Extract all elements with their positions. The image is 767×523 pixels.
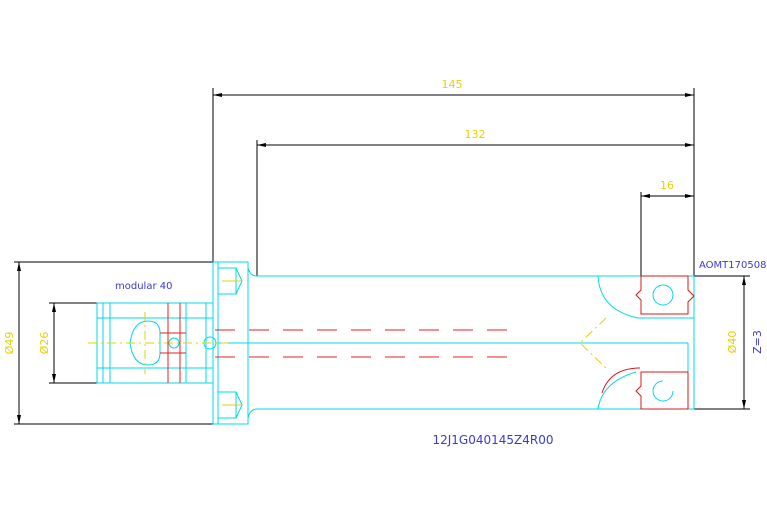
dim-40-label: Ø40	[726, 331, 739, 354]
arrow	[213, 93, 222, 97]
insert-bottom-arc	[601, 367, 641, 394]
dim-132-label: 132	[465, 128, 486, 141]
insert-screws	[652, 284, 674, 402]
thread-lines	[222, 280, 242, 406]
insert-code-label: AOMT170508R	[699, 260, 767, 271]
insert-screw	[652, 284, 674, 306]
arrow	[742, 276, 746, 285]
arrow	[685, 143, 694, 147]
shank-red-lines	[160, 303, 186, 383]
part-number-label: 12J1G040145Z4R00	[432, 433, 553, 447]
dim-145-label: 145	[442, 78, 463, 91]
inserts	[601, 275, 695, 410]
arrow	[52, 303, 56, 312]
dimension-arrows	[17, 93, 746, 424]
arrow	[17, 262, 21, 271]
insert-top	[635, 275, 695, 315]
teeth-label: Z=3	[751, 330, 764, 354]
hidden-lines	[215, 329, 512, 358]
dimension-lines	[14, 88, 750, 425]
chip-pocket-arc	[597, 371, 637, 410]
center-lines	[88, 312, 607, 374]
dim-49-label: Ø49	[3, 332, 16, 355]
insert-bottom	[635, 371, 689, 410]
dim-26-label: Ø26	[38, 332, 51, 355]
adapter-label: modular 40	[115, 281, 172, 292]
dim-16-label: 16	[660, 179, 674, 192]
arrow	[17, 415, 21, 424]
insert-screw	[652, 380, 674, 402]
arrow	[257, 143, 266, 147]
arrow	[52, 374, 56, 383]
arrow	[742, 400, 746, 409]
arrow	[685, 194, 694, 198]
tip-angle-line	[579, 317, 607, 369]
body-outline	[247, 267, 695, 419]
arrow	[685, 93, 694, 97]
arrow	[641, 194, 650, 198]
chip-pocket-arc	[597, 275, 694, 319]
